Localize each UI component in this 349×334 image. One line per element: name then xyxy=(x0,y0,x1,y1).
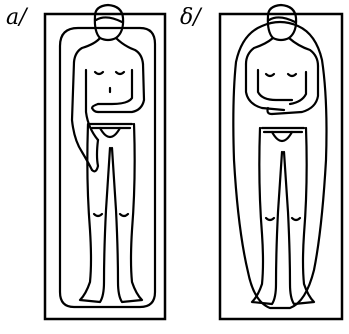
panel-a-label: a/ xyxy=(6,5,29,30)
panel-b-label: δ/ xyxy=(180,5,203,30)
person-figure-b xyxy=(246,5,318,304)
panel-b: δ/ xyxy=(180,5,342,319)
mummy-bag-outline xyxy=(233,22,326,308)
panel-a: a/ xyxy=(6,5,165,319)
person-figure-a xyxy=(72,5,144,302)
